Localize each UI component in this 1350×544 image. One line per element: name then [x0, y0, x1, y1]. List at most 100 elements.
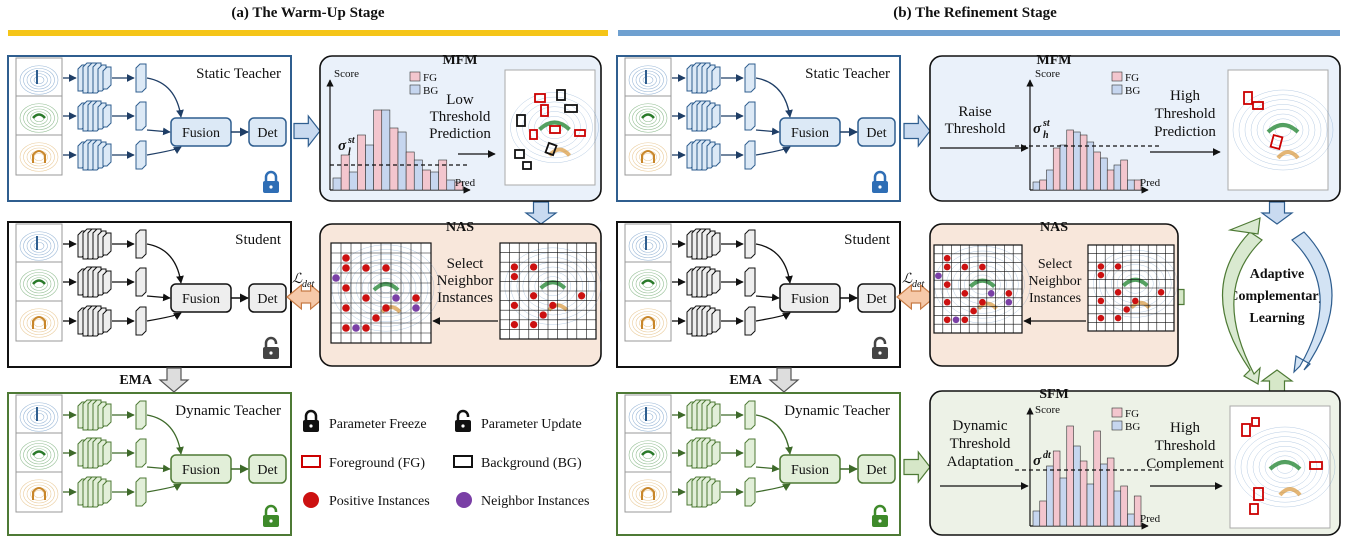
- scan-ring: [628, 65, 668, 95]
- scan-ring: [26, 70, 52, 90]
- scan-shape: [32, 487, 46, 500]
- scan-ring: [628, 231, 668, 261]
- positive-dot: [1123, 306, 1130, 313]
- grid-road: [539, 280, 567, 290]
- lock-closed-icon: [872, 170, 888, 193]
- encoder-layer: [711, 143, 721, 167]
- histogram-bar-fg: [389, 127, 399, 191]
- scan-ring: [19, 142, 59, 172]
- positive-dot: [510, 263, 519, 271]
- feature-block: [744, 306, 756, 336]
- encoder-layer: [102, 441, 112, 465]
- arrow-icon: [755, 77, 793, 118]
- positive-dot: [1097, 263, 1105, 270]
- axis-label-score: Score: [1035, 68, 1060, 80]
- scan-ring: [628, 308, 668, 338]
- encoder-stack: [77, 476, 112, 508]
- sfm-histogram: [1026, 407, 1149, 530]
- encoder-stack: [686, 437, 721, 469]
- encoder-stack: [686, 305, 721, 337]
- loss-symbol: ℒ: [902, 272, 913, 287]
- cycle-arrow-blue: [1291, 231, 1333, 374]
- foreground-box-icon: [301, 455, 321, 468]
- foreground-box: [1243, 91, 1253, 105]
- positive-dot: [1114, 314, 1122, 322]
- block-arrow-icon: [1260, 369, 1294, 393]
- scan-ring: [632, 106, 664, 130]
- scan-ring: [23, 311, 55, 335]
- positive-dot: [539, 311, 547, 319]
- scene-ring: [1234, 426, 1336, 508]
- lock-closed-icon: [303, 409, 319, 432]
- feature-block: [135, 140, 147, 170]
- encoder-layer: [102, 480, 112, 504]
- histogram-bar-bg: [332, 177, 342, 191]
- positive-dot: [943, 281, 951, 288]
- feature-block: [135, 63, 147, 93]
- positive-dot: [362, 294, 370, 302]
- scan-ring: [19, 231, 59, 261]
- scan-ring: [628, 440, 668, 470]
- positive-dot: [529, 320, 538, 329]
- scan-shape: [32, 150, 46, 163]
- histogram-bar-bg: [348, 171, 358, 191]
- positive-dot: [943, 316, 951, 324]
- scan-ring: [30, 448, 48, 462]
- scan-ring: [632, 272, 664, 296]
- scan-ring: [33, 412, 45, 422]
- stage-title-warmup: (a) The Warm-Up Stage: [231, 5, 385, 21]
- scene-ring: [534, 111, 575, 144]
- scan-ring: [628, 402, 668, 432]
- lidar-scan-icon: [624, 95, 672, 137]
- arrow-icon: [755, 414, 793, 455]
- encoder-layer: [711, 403, 721, 427]
- positive-dot: [1097, 314, 1105, 322]
- scan-ring: [26, 236, 52, 256]
- histogram-bar-fg: [1093, 430, 1101, 527]
- det-box: [857, 283, 896, 313]
- high-threshold-text: Threshold: [1155, 106, 1216, 122]
- loss-subscript: det: [302, 279, 314, 290]
- lock-open-icon: [872, 504, 888, 527]
- histogram-bar-fg: [373, 109, 383, 191]
- lidar-scan-icon: [624, 223, 672, 265]
- thumbnail-frame: [624, 300, 672, 342]
- det-box: [248, 454, 287, 484]
- thumbnail-frame: [624, 95, 672, 137]
- high-threshold-text: High: [1170, 88, 1201, 104]
- lock-hole: [878, 351, 882, 355]
- lock-shackle: [264, 504, 278, 515]
- acl-text: Adaptive: [1250, 267, 1304, 282]
- histogram-bar-bg: [1113, 164, 1122, 191]
- lidar-scan-icon: [15, 223, 63, 265]
- static-teacher-title: Static Teacher: [196, 66, 281, 82]
- lock-shackle: [873, 504, 887, 515]
- lock-open-icon: [263, 336, 279, 359]
- sfm-scene: [1229, 405, 1336, 529]
- histogram-bar-fg: [1120, 485, 1128, 527]
- scene-road: [1268, 460, 1302, 471]
- nas-grid-right: [499, 242, 602, 340]
- scan-ring: [19, 65, 59, 95]
- scene-ring: [1258, 445, 1312, 489]
- scan-ring: [635, 313, 661, 333]
- lock-shackle: [264, 336, 278, 347]
- scan-ring: [23, 405, 55, 429]
- scene-frame: [1229, 405, 1331, 529]
- scene-ring: [516, 96, 593, 159]
- ema-label: EMA: [119, 373, 153, 388]
- histogram-bar-bg: [1113, 490, 1122, 527]
- sigma-symbol: σ: [1033, 121, 1042, 137]
- neighbor-dot: [935, 272, 942, 280]
- block-arrow-icon: [768, 367, 800, 393]
- scene-object: [1276, 150, 1300, 160]
- axis-label-pred: Pred: [455, 177, 476, 189]
- scan-ring: [30, 277, 48, 291]
- encoder-layer: [102, 143, 112, 167]
- scan-ring: [632, 405, 664, 429]
- fusion-label: Fusion: [182, 126, 220, 141]
- encoder-layer: [102, 403, 112, 427]
